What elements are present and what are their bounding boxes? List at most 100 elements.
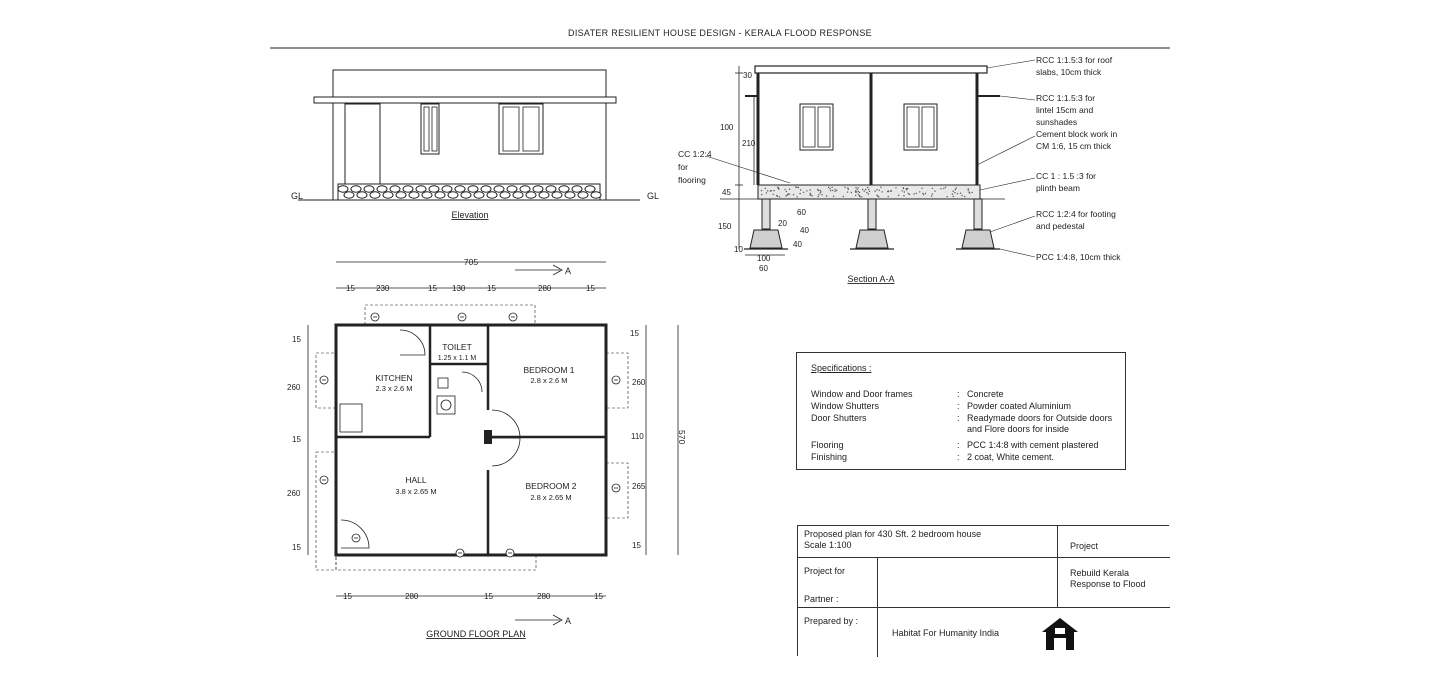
title-block-description-cell: Proposed plan for 430 Sft. 2 bedroom hou… (798, 526, 1058, 558)
section-footing-3 (956, 198, 1000, 250)
section-dim-60b: 60 (759, 264, 768, 273)
title-block-partner: Partner : (804, 594, 839, 604)
room-kitchen-name: KITCHEN (375, 373, 412, 383)
title-block-project-for: Project for (804, 566, 846, 576)
plan-door-toilet (461, 371, 483, 393)
title-block-scale: Scale 1:100 (804, 540, 852, 550)
spec-colon: : (957, 413, 960, 423)
section-footing-1 (744, 198, 788, 250)
section-drawing: 30 100 210 45 150 20 60 40 40 10 100 60 … (678, 55, 1121, 284)
elevation-window-1 (420, 103, 440, 155)
spec-row: Flooring : PCC 1:4:8 with cement plaster… (811, 440, 1121, 452)
section-left-note-3: flooring (678, 175, 706, 185)
room-bedroom2-name: BEDROOM 2 (525, 481, 576, 491)
section-left-note-1: CC 1:2:4 (678, 149, 712, 159)
spec-colon: : (957, 440, 960, 450)
plan-left-dim-5: 15 (292, 543, 301, 552)
plan-bottom-dim-3: 15 (484, 592, 493, 601)
plan-projection-right-2 (605, 462, 629, 519)
room-bedroom2-size: 2.8 x 2.65 M (530, 493, 571, 502)
spec-label: Finishing (811, 452, 848, 462)
section-dim-45: 45 (722, 188, 731, 197)
plan-kitchen-counter (339, 403, 363, 433)
section-right-notes: RCC 1:1.5:3 for roof slabs, 10cm thick R… (976, 55, 1121, 262)
spec-row: Finishing : 2 coat, White cement. (811, 452, 1121, 464)
section-flooring-speckle (760, 186, 973, 198)
spec-colon: : (957, 401, 960, 411)
spec-row: Window and Door frames : Concrete (811, 389, 1121, 401)
elevation-drawing: GL GL Elevation (291, 69, 659, 220)
title-block-project-value-1: Rebuild Kerala (1070, 568, 1130, 578)
room-hall-size: 3.8 x 2.65 M (395, 487, 436, 496)
elevation-gl-right: GL (647, 191, 659, 201)
section-note-3-line-1: Cement block work in (1036, 129, 1118, 139)
elevation-roof-slab (313, 96, 617, 104)
plan-section-marker-top: A (565, 266, 571, 276)
plan-bottom-dim-4: 280 (537, 592, 551, 601)
section-dim-20: 20 (778, 219, 787, 228)
section-footing-2 (850, 198, 894, 250)
section-window-2 (903, 103, 938, 151)
plan-overall-height: 570 (677, 430, 687, 444)
section-note-6-line-1: PCC 1:4:8, 10cm thick (1036, 252, 1121, 262)
spec-colon: : (957, 452, 960, 462)
plan-column-center (484, 430, 492, 444)
elevation-gl-left: GL (291, 191, 303, 201)
sheet-title: DISATER RESILIENT HOUSE DESIGN - KERALA … (568, 28, 872, 38)
title-block-project-label: Project (1070, 541, 1099, 551)
spec-value: 2 coat, White cement. (967, 452, 1055, 462)
plan-top-dim-7: 15 (586, 284, 595, 293)
spec-label: Door Shutters (811, 413, 867, 423)
plan-top-dim-4: 130 (452, 284, 466, 293)
elevation-caption: Elevation (451, 210, 488, 220)
plan-top-dim-3: 15 (428, 284, 437, 293)
room-hall-name: HALL (405, 475, 427, 485)
spec-label: Flooring (811, 440, 844, 450)
plan-top-dim-1: 15 (346, 284, 355, 293)
section-caption: Section A-A (847, 274, 894, 284)
plan-left-dim-3: 15 (292, 435, 301, 444)
spec-value: PCC 1:4:8 with cement plastered (967, 440, 1099, 450)
plan-door-bedroom2 (491, 437, 521, 467)
section-roof-slab (754, 65, 988, 74)
section-dim-100: 100 (720, 123, 734, 132)
section-dim-150: 150 (718, 222, 732, 231)
title-block: Proposed plan for 430 Sft. 2 bedroom hou… (797, 525, 1170, 657)
section-note-2-line-3: sunshades (1036, 117, 1077, 127)
habitat-logo (1038, 614, 1082, 654)
plan-bottom-dim-1: 15 (343, 592, 352, 601)
spec-row: Window Shutters : Powder coated Aluminiu… (811, 401, 1121, 413)
plan-top-dim-2: 230 (376, 284, 390, 293)
title-block-project-for-value-cell (878, 558, 1058, 608)
title-block-project-label-cell: Project (1058, 526, 1170, 558)
title-block-org: Habitat For Humanity India (892, 628, 1000, 638)
title-block-project-value-cell: Rebuild Kerala Response to Flood (1058, 558, 1170, 608)
plan-right-dim-5: 15 (632, 541, 641, 550)
room-bedroom1-size: 2.8 x 2.6 M (530, 376, 567, 385)
room-toilet-name: TOILET (442, 342, 472, 352)
plan-projection-left-1 (315, 352, 337, 409)
section-note-4-line-1: CC 1 : 1.5 :3 for (1036, 171, 1096, 181)
title-block-org-cell: Habitat For Humanity India (878, 608, 1058, 657)
section-note-5-line-2: and pedestal (1036, 221, 1085, 231)
section-note-4-line-2: plinth beam (1036, 183, 1080, 193)
spec-label: Window and Door frames (811, 389, 913, 399)
plan-right-dim-4: 265 (632, 482, 646, 491)
plan-projection-right-1 (605, 352, 629, 409)
spec-value: Powder coated Aluminium (967, 401, 1072, 411)
section-note-1-line-2: slabs, 10cm thick (1036, 67, 1102, 77)
title-block-prepared-by: Prepared by : (804, 616, 859, 626)
room-kitchen-size: 2.3 x 2.6 M (375, 384, 412, 393)
plan-door-kitchen (399, 329, 426, 356)
section-dim-40b: 40 (793, 240, 802, 249)
section-dim-40a: 40 (800, 226, 809, 235)
plan-right-dim-mid: 110 (631, 432, 644, 441)
plan-left-dim-1: 15 (292, 335, 301, 344)
spec-row: Door Shutters : Readymade doors for Outs… (811, 413, 1121, 434)
plan-window-symbols (319, 312, 621, 558)
section-dim-30: 30 (743, 71, 752, 80)
plan-right-dim-2: 260 (632, 378, 646, 387)
section-window-1 (799, 103, 834, 151)
spec-value: Concrete (967, 389, 1004, 399)
section-dim-60: 60 (797, 208, 806, 217)
